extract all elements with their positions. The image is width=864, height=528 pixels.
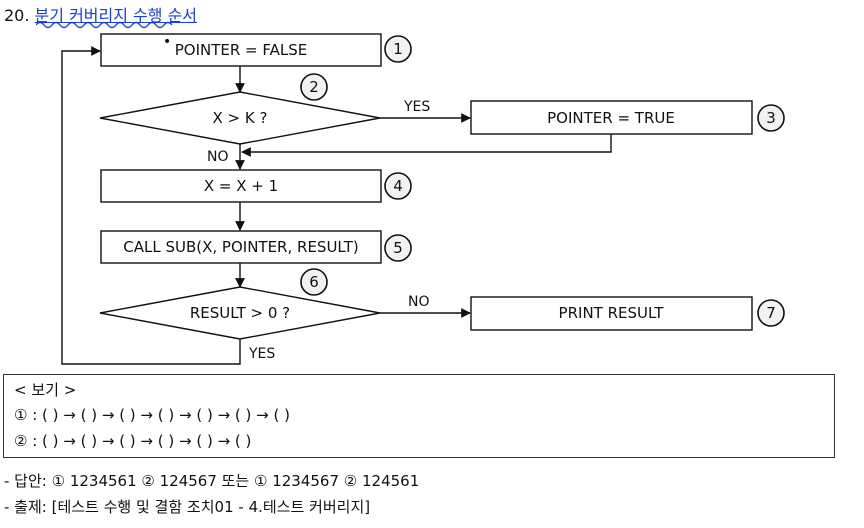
circle-4-label: 4 <box>393 177 403 195</box>
step5-text: CALL SUB(X, POINTER, RESULT) <box>123 238 358 256</box>
question-title-text[interactable]: 분기 커버리지 수행 순서 <box>34 6 198 25</box>
circle-6: 6 <box>300 268 328 296</box>
options-header: < 보기 > <box>14 381 77 399</box>
circle-4: 4 <box>384 172 412 200</box>
circle-1-label: 1 <box>393 40 403 58</box>
circle-7: 7 <box>757 299 785 327</box>
options-box: < 보기 > ① : ( ) → ( ) → ( ) → ( ) → ( ) →… <box>3 374 835 458</box>
step7-box <box>470 296 753 331</box>
edge-3-merge <box>241 134 612 157</box>
flowchart: • POINTER = FALSE X > K ? YES POINTER = … <box>61 33 785 365</box>
options-line-2: ② : ( ) → ( ) → ( ) → ( ) → ( ) → ( ) <box>14 432 252 450</box>
edge-yes-label-2: YES <box>248 346 275 362</box>
squiggle-underline <box>36 21 173 29</box>
options-line-1: ① : ( ) → ( ) → ( ) → ( ) → ( ) → ( ) → … <box>14 406 290 424</box>
step5-box <box>100 230 382 264</box>
step6-text: RESULT > 0 ? <box>190 304 290 322</box>
circle-2-label: 2 <box>309 78 319 96</box>
answer-text: - 답안: ① 1234561 ② 124567 또는 ① 1234567 ② … <box>4 472 420 490</box>
step3-text: POINTER = TRUE <box>547 109 675 127</box>
step2-text: X > K ? <box>213 109 268 127</box>
question-number: 20. <box>4 6 30 25</box>
edge-no-label-2: NO <box>408 294 430 310</box>
circle-3-label: 3 <box>766 109 776 127</box>
circle-5-label: 5 <box>393 239 403 257</box>
edge-6-loop-1 <box>61 46 241 365</box>
source-text: - 출제: [테스트 수행 및 결함 조치01 - 4.테스트 커버리지] <box>4 498 371 516</box>
edge-no-label-1: NO <box>207 149 229 165</box>
circle-5: 5 <box>384 234 412 262</box>
question-title: 20. 분기 커버리지 수행 순서 <box>4 2 197 26</box>
circle-3: 3 <box>757 104 785 132</box>
step1-text: POINTER = FALSE <box>175 41 308 59</box>
circle-7-label: 7 <box>766 304 776 322</box>
circle-2: 2 <box>300 73 328 101</box>
edge-yes-label-1: YES <box>403 99 430 115</box>
circle-1: 1 <box>384 35 412 63</box>
step4-text: X = X + 1 <box>204 177 278 195</box>
step4-box <box>100 169 382 203</box>
step1-box <box>100 33 382 67</box>
circle-6-label: 6 <box>309 273 319 291</box>
step1-bullet: • <box>163 34 171 50</box>
step7-text: PRINT RESULT <box>559 304 665 322</box>
